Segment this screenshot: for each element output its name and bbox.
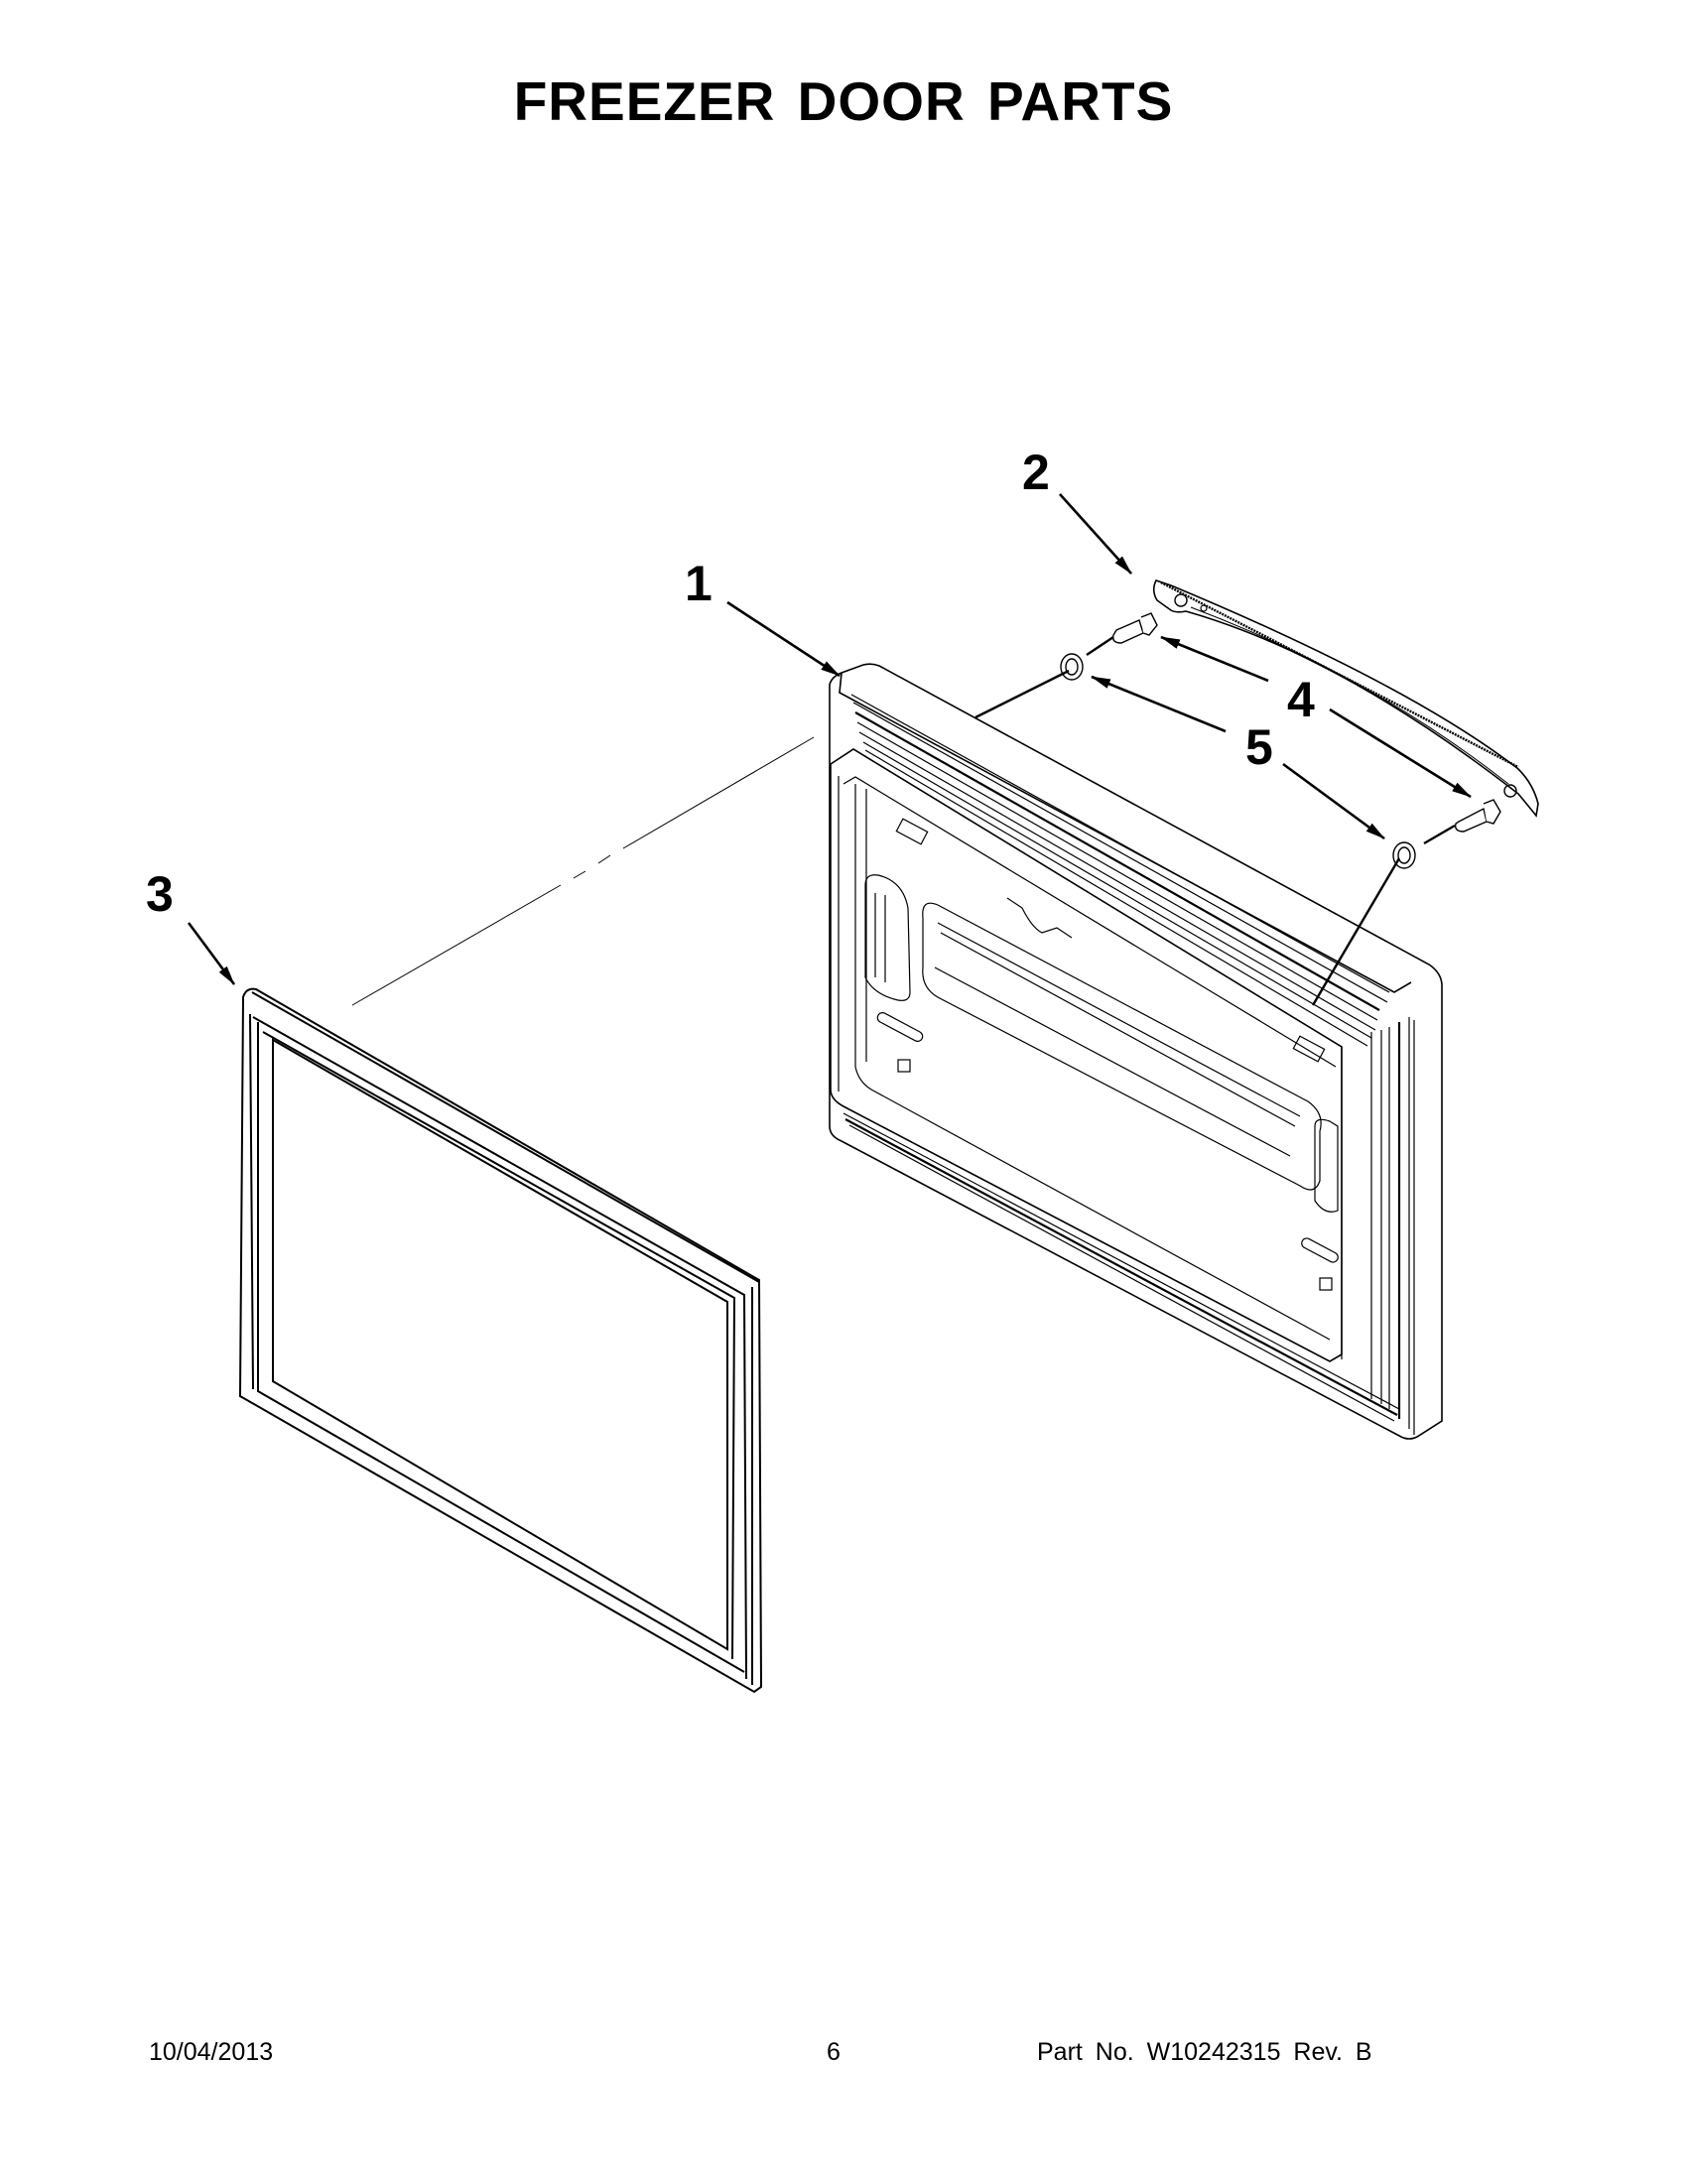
callout-3-arrow [187, 922, 236, 985]
page-title: FREEZER DOOR PARTS [0, 69, 1687, 133]
callout-4-arrow-right [1329, 707, 1472, 799]
callout-1: 1 [685, 556, 713, 611]
footer-page-number: 6 [827, 2038, 841, 2066]
callout-4-arrow-left [1160, 635, 1269, 683]
left-screw [1111, 612, 1158, 644]
callout-5-arrow-right [1282, 762, 1385, 840]
freezer-door-drawing [830, 664, 1443, 1440]
left-stud [1060, 653, 1084, 681]
gasket-leader-line [351, 736, 815, 1006]
footer-part-number: Part No. W10242315 Rev. B [1037, 2038, 1372, 2066]
callout-numbers: 1 2 3 4 5 [146, 445, 1315, 922]
fasteners-drawing [1060, 612, 1501, 869]
callout-1-arrow [726, 600, 841, 678]
callout-3: 3 [146, 866, 174, 922]
callout-5-arrow-left [1091, 675, 1227, 733]
footer-date: 10/04/2013 [149, 2038, 274, 2066]
door-handle-drawing [1152, 579, 1539, 818]
callout-4: 4 [1287, 672, 1315, 727]
door-gasket-drawing [238, 987, 763, 1694]
callout-arrows [187, 493, 1472, 985]
page-title-text: FREEZER DOOR PARTS [513, 70, 1174, 132]
callout-2: 2 [1022, 445, 1050, 500]
right-stud [1392, 841, 1416, 869]
right-screw [1454, 799, 1501, 833]
callout-2-arrow [1059, 493, 1132, 575]
assembly-axis-lines [974, 636, 1456, 1006]
callout-5: 5 [1245, 719, 1273, 775]
